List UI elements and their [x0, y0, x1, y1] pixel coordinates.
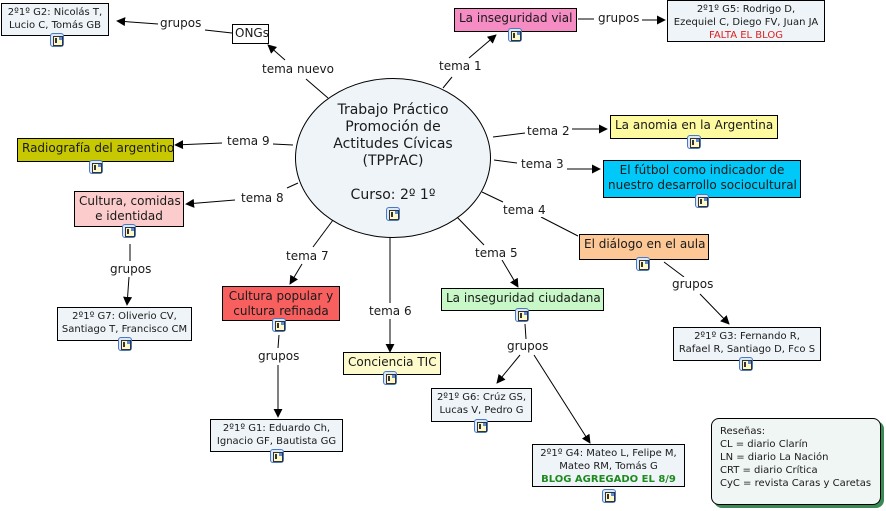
link-grupos-g6: [496, 354, 521, 384]
group-g2[interactable]: 2º1º G2: Nicolás T, Lucio C, Tomás GB: [1, 3, 109, 36]
blog-status-added: BLOG AGREGADO EL 8/9: [541, 474, 676, 485]
link-grupos-g3: [699, 293, 730, 325]
resource-document-icon[interactable]: [474, 419, 488, 433]
link-tema8-t8: [185, 198, 236, 208]
link-label-grupos: grupos: [671, 277, 715, 291]
resource-document-icon[interactable]: [272, 318, 286, 332]
link-center-tema4: [481, 191, 504, 203]
link-t5-grupos: [524, 323, 527, 340]
group-g5[interactable]: 2º1º G5: Rodrigo D, Ezequiel C, Diego FV…: [667, 0, 825, 42]
link-label-tema8: tema 8: [240, 191, 285, 205]
central-curso: Curso: 2º 1º: [350, 187, 436, 203]
link-label-tema4: tema 4: [502, 203, 547, 217]
link-center-tema1: [442, 76, 453, 89]
topic-radiografia[interactable]: Radiografía del argentino: [17, 138, 174, 162]
resource-document-icon[interactable]: [739, 357, 753, 371]
link-center-tema2: [492, 132, 526, 138]
link-grupos-g7: [123, 276, 133, 306]
link-label-tema5: tema 5: [474, 246, 519, 260]
link-center-tema9: [272, 143, 294, 146]
resource-document-icon[interactable]: [386, 207, 400, 221]
legend-item: CyC = revista Caras y Caretas: [720, 478, 872, 489]
link-t4-grupos: [663, 261, 685, 278]
resource-document-icon[interactable]: [695, 194, 709, 208]
group-g1[interactable]: 2º1º G1: Eduardo Ch, Ignacio GF, Bautist…: [210, 419, 343, 452]
link-label-tema2: tema 2: [526, 124, 571, 138]
topic-cultura-popular[interactable]: Cultura popular y cultura refinada: [222, 286, 340, 321]
group-g4[interactable]: 2º1º G4: Mateo L, Felipe M, Mateo RM, To…: [532, 444, 685, 487]
legend-item: CRT = diario Crítica: [720, 465, 818, 476]
blog-status-missing: FALTA EL BLOG: [709, 30, 783, 41]
legend-resenas: Reseñas: CL = diario Clarín LN = diario …: [711, 418, 881, 505]
topic-dialogo[interactable]: El diálogo en el aula: [579, 234, 709, 260]
legend-item: LN = diario La Nación: [720, 452, 829, 463]
link-tema1-t1: [468, 34, 497, 59]
link-tema4-t4: [540, 216, 579, 237]
resource-document-icon[interactable]: [383, 371, 397, 385]
topic-cultura-comidas[interactable]: Cultura, comidas e identidad: [74, 191, 184, 227]
link-label-tema9: tema 9: [226, 134, 271, 148]
link-label-grupos: grupos: [257, 349, 301, 363]
link-label-tema1: tema 1: [438, 59, 483, 73]
link-label-tema-nuevo: tema nuevo: [261, 62, 335, 76]
resource-document-icon[interactable]: [89, 160, 103, 174]
link-tema5-t5: [501, 259, 519, 288]
link-label-tema6: tema 6: [368, 304, 413, 318]
group-g7[interactable]: 2º1º G7: Oliverio CV, Santiago T, Franci…: [57, 307, 192, 341]
link-tema7-t7: [289, 263, 303, 285]
resource-document-icon[interactable]: [687, 135, 701, 149]
resource-document-icon[interactable]: [515, 308, 529, 322]
link-t7-grupos: [277, 334, 280, 349]
link-center-tema3: [493, 159, 518, 164]
link-tema-nuevo-ongs: [267, 44, 286, 61]
link-label-grupos: grupos: [597, 11, 641, 25]
topic-conciencia-tic[interactable]: Conciencia TIC: [343, 352, 441, 375]
link-ongs-grupos: [204, 29, 233, 34]
central-title: Trabajo Práctico Promoción de Actitudes …: [333, 102, 453, 169]
resource-document-icon[interactable]: [270, 449, 284, 463]
topic-ongs[interactable]: ONGs: [232, 24, 269, 44]
legend-item: CL = diario Clarín: [720, 439, 808, 450]
resource-document-icon[interactable]: [636, 257, 650, 271]
link-label-grupos: grupos: [109, 262, 153, 276]
link-label-grupos: grupos: [506, 339, 550, 353]
resource-document-icon[interactable]: [122, 224, 136, 238]
link-tema9-t9: [174, 140, 223, 150]
topic-futbol[interactable]: El fútbol como indicador de nuestro desa…: [603, 160, 801, 198]
resource-document-icon[interactable]: [508, 28, 522, 42]
link-center-tema5: [454, 214, 485, 246]
group-g3[interactable]: 2º1º G3: Fernando R, Rafael R, Santiago …: [673, 327, 821, 361]
resource-document-icon[interactable]: [602, 489, 616, 503]
link-label-grupos: grupos: [159, 16, 203, 30]
resource-document-icon[interactable]: [50, 33, 64, 47]
link-center-tema-nuevo: [305, 78, 329, 99]
link-label-tema3: tema 3: [520, 157, 565, 171]
link-label-tema7: tema 7: [285, 249, 330, 263]
resource-document-icon[interactable]: [118, 337, 132, 351]
link-grupos-g4: [533, 354, 591, 444]
group-g6[interactable]: 2º1º G6: Crúz GS, Lucas V, Pedro G: [431, 388, 532, 422]
link-center-tema8: [286, 182, 299, 189]
legend-title: Reseñas:: [720, 426, 766, 437]
link-grupos-g2: [116, 17, 159, 27]
